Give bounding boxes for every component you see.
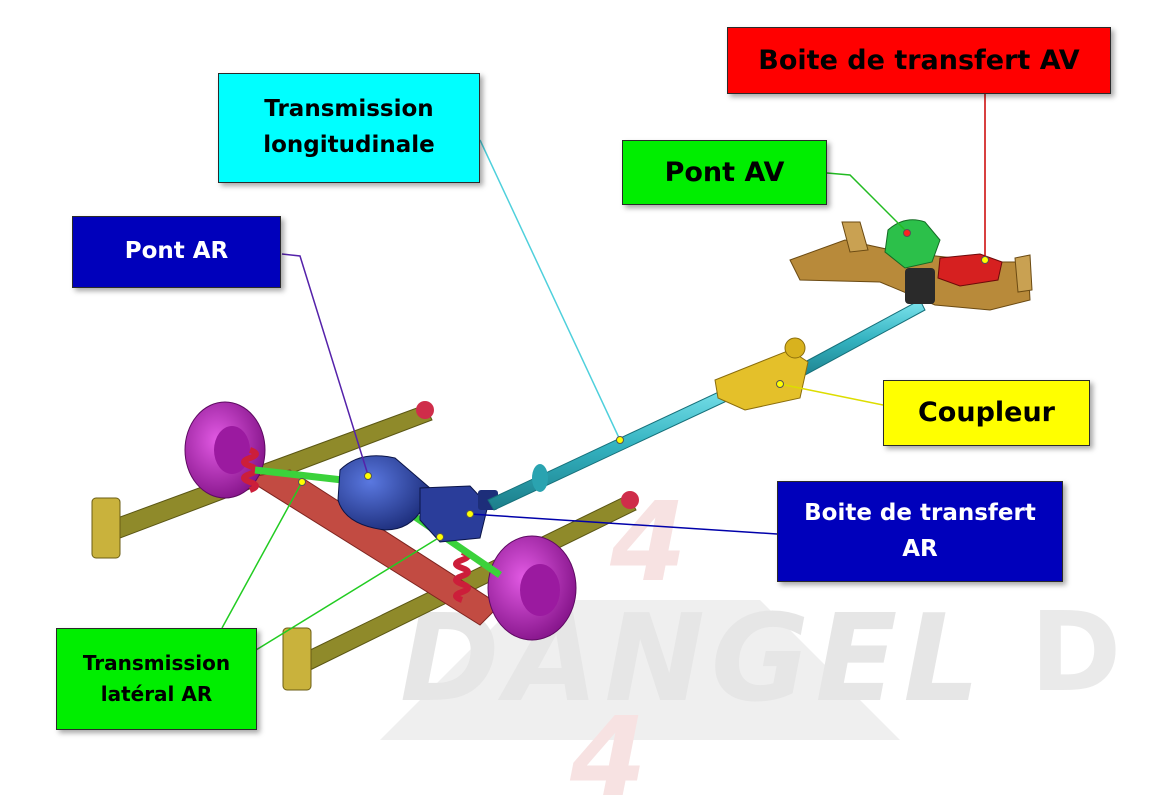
spring-right: [453, 549, 471, 603]
front-differential: [884, 219, 941, 269]
dot-coupleur: [776, 380, 784, 388]
leader-coupleur: [779, 383, 884, 406]
label-boite-transfert-ar: Boite de transfert AR: [777, 481, 1063, 582]
label-transmission-longitudinale: Transmission longitudinale: [218, 73, 480, 183]
dot-boite-av: [981, 256, 989, 264]
leader-boite-ar: [469, 513, 778, 535]
rear-differential: [337, 455, 431, 531]
dot-lat-2: [436, 533, 444, 541]
leader-lines: [221, 93, 986, 651]
marker-dots: [298, 229, 989, 541]
rear-hub-right: [487, 535, 577, 641]
leader-transmission-long: [479, 139, 621, 441]
leader-pont-av: [826, 172, 908, 233]
longitudinal-shaft: [487, 299, 926, 511]
dangel-watermark: DANGEL 4 4 D: [380, 478, 1121, 800]
dot-lat-1: [298, 478, 306, 486]
watermark-number-top: 4: [609, 478, 687, 606]
watermark-letter-right: D: [1030, 588, 1121, 716]
watermark-number-bottom: 4: [569, 693, 647, 800]
rear-transfer-box: [419, 485, 498, 543]
label-pont-ar: Pont AR: [72, 216, 281, 288]
dot-pont-ar: [364, 472, 372, 480]
leader-pont-ar: [281, 253, 369, 476]
dot-boite-ar: [466, 510, 474, 518]
leader-transmission-lat-1: [221, 481, 303, 629]
coupleur-unit: [714, 337, 809, 411]
dot-pont-av: [903, 229, 911, 237]
dot-transmission-long: [616, 436, 624, 444]
leader-transmission-lat-2: [255, 536, 441, 651]
label-coupleur: Coupleur: [883, 380, 1090, 446]
label-transmission-lateral-ar: Transmission latéral AR: [56, 628, 257, 730]
label-pont-av: Pont AV: [622, 140, 827, 205]
label-boite-transfert-av: Boite de transfert AV: [727, 27, 1111, 94]
